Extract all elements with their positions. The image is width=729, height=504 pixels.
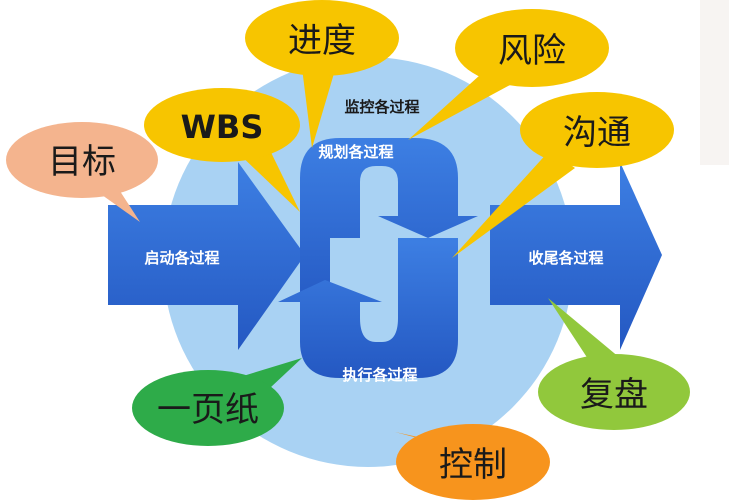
callout-control: 控制 <box>395 424 550 500</box>
callout-schedule: 进度 <box>245 0 399 148</box>
review-text: 复盘 <box>580 375 648 415</box>
communication-text: 沟通 <box>563 113 631 153</box>
closing-label: 收尾各过程 <box>528 249 603 267</box>
wbs-text: WBS <box>181 108 264 146</box>
initiating-label: 启动各过程 <box>144 249 219 267</box>
callout-communication: 沟通 <box>452 92 674 258</box>
closing-arrow <box>490 162 662 350</box>
callout-goal: 目标 <box>6 122 158 222</box>
executing-cycle-arrow <box>278 238 458 378</box>
callout-review: 复盘 <box>538 298 690 430</box>
callout-one-page: 一页纸 <box>132 358 302 446</box>
risk-text: 风险 <box>498 31 566 71</box>
planning-label: 规划各过程 <box>318 143 393 161</box>
control-text: 控制 <box>439 445 507 485</box>
background-edge <box>700 0 729 165</box>
planning-cycle-arrow <box>300 138 478 318</box>
initiating-arrow <box>108 162 305 350</box>
monitoring-label: 监控各过程 <box>344 98 419 116</box>
executing-label: 执行各过程 <box>342 366 417 384</box>
one-page-text: 一页纸 <box>157 390 259 430</box>
schedule-text: 进度 <box>288 21 356 61</box>
goal-text: 目标 <box>48 142 116 182</box>
callout-wbs: WBS <box>144 88 300 212</box>
callout-risk: 风险 <box>408 9 609 140</box>
